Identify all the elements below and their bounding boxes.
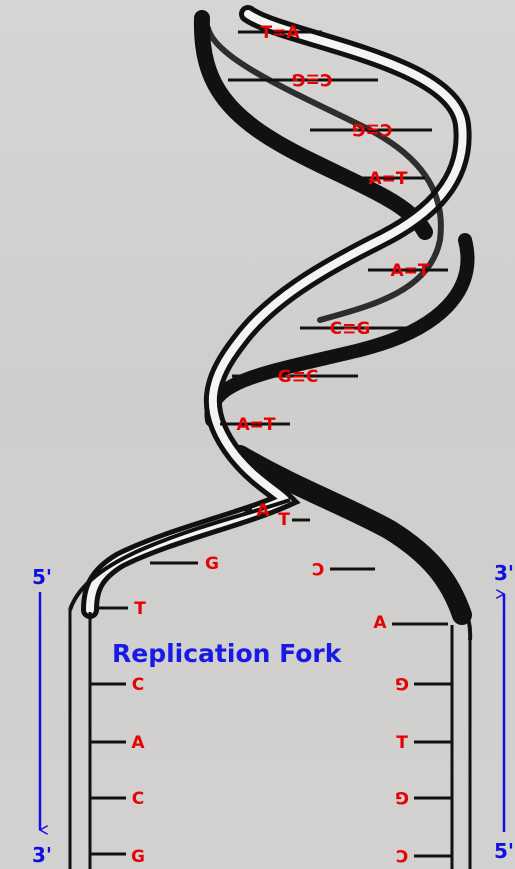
right-template-base: C <box>396 845 408 865</box>
fork-left-base: G <box>205 554 219 574</box>
left-template-base: C <box>132 675 144 695</box>
left-bottom-end-label: 3' <box>32 843 52 867</box>
replication-fork-title: Replication Fork <box>112 639 343 668</box>
fork-pair-2: G C <box>150 554 375 578</box>
strand-black-lower <box>230 445 472 625</box>
strand-black-mid <box>204 233 475 427</box>
right-direction-arrow: 3' 5' <box>494 561 514 863</box>
fork-bases: A T G C T A <box>95 501 448 633</box>
fork-right-base: A <box>373 613 387 633</box>
base-pair-2: C≡G <box>228 69 378 89</box>
right-template-base: G <box>395 787 409 807</box>
fork-right-base: C <box>312 558 324 578</box>
helix-backbone <box>68 5 475 641</box>
left-fork-arm <box>68 498 291 611</box>
base-pair-5: A=T <box>368 261 448 281</box>
left-template-base: C <box>132 789 144 809</box>
strand-black-top <box>193 10 433 240</box>
right-template-base: G <box>395 673 409 693</box>
base-pair-1: T=A <box>238 23 322 43</box>
base-pair-label: G≡C <box>278 367 319 387</box>
base-pair-label: A=T <box>391 261 430 281</box>
fork-right-base: T <box>278 510 290 530</box>
template-row-2: A T <box>90 733 452 753</box>
base-pair-label: A=T <box>237 415 276 435</box>
left-top-end-label: 5' <box>32 565 52 589</box>
base-pair-3: C≡G <box>310 119 432 139</box>
right-bottom-end-label: 5' <box>494 839 514 863</box>
base-pair-label: C≡G <box>330 319 371 339</box>
right-top-end-label: 3' <box>494 561 514 585</box>
right-template-base: T <box>396 733 408 753</box>
fork-pair-3: T A <box>95 599 448 633</box>
base-pair-7: G≡C <box>232 367 358 387</box>
base-pair-4: A=T <box>350 169 425 189</box>
base-pair-8: A=T <box>220 415 290 435</box>
template-row-4: G C <box>90 845 452 867</box>
template-row-1: C G <box>90 673 452 695</box>
base-pair-label: A=T <box>369 169 408 189</box>
right-fork-arm <box>289 478 473 641</box>
fork-left-base: A <box>256 501 270 521</box>
base-pair-label: C≡G <box>292 69 333 89</box>
helix-base-pairs: T=A C≡G C≡G A=T A=T C≡G G≡C A=T <box>220 23 448 435</box>
base-pair-label: T=A <box>261 23 301 43</box>
left-direction-arrow: 5' 3' <box>32 565 52 867</box>
base-pair-label: C≡G <box>352 119 393 139</box>
base-pair-6: C≡G <box>300 319 410 339</box>
strand-ribbon <box>81 5 472 619</box>
fork-left-base: T <box>134 599 146 619</box>
template-row-3: C G <box>90 787 452 809</box>
fork-pair-1: A T <box>235 501 310 530</box>
template-bases: C G A T C G G C <box>90 673 452 867</box>
left-template-base: A <box>131 733 145 753</box>
left-template-base: G <box>131 847 145 867</box>
